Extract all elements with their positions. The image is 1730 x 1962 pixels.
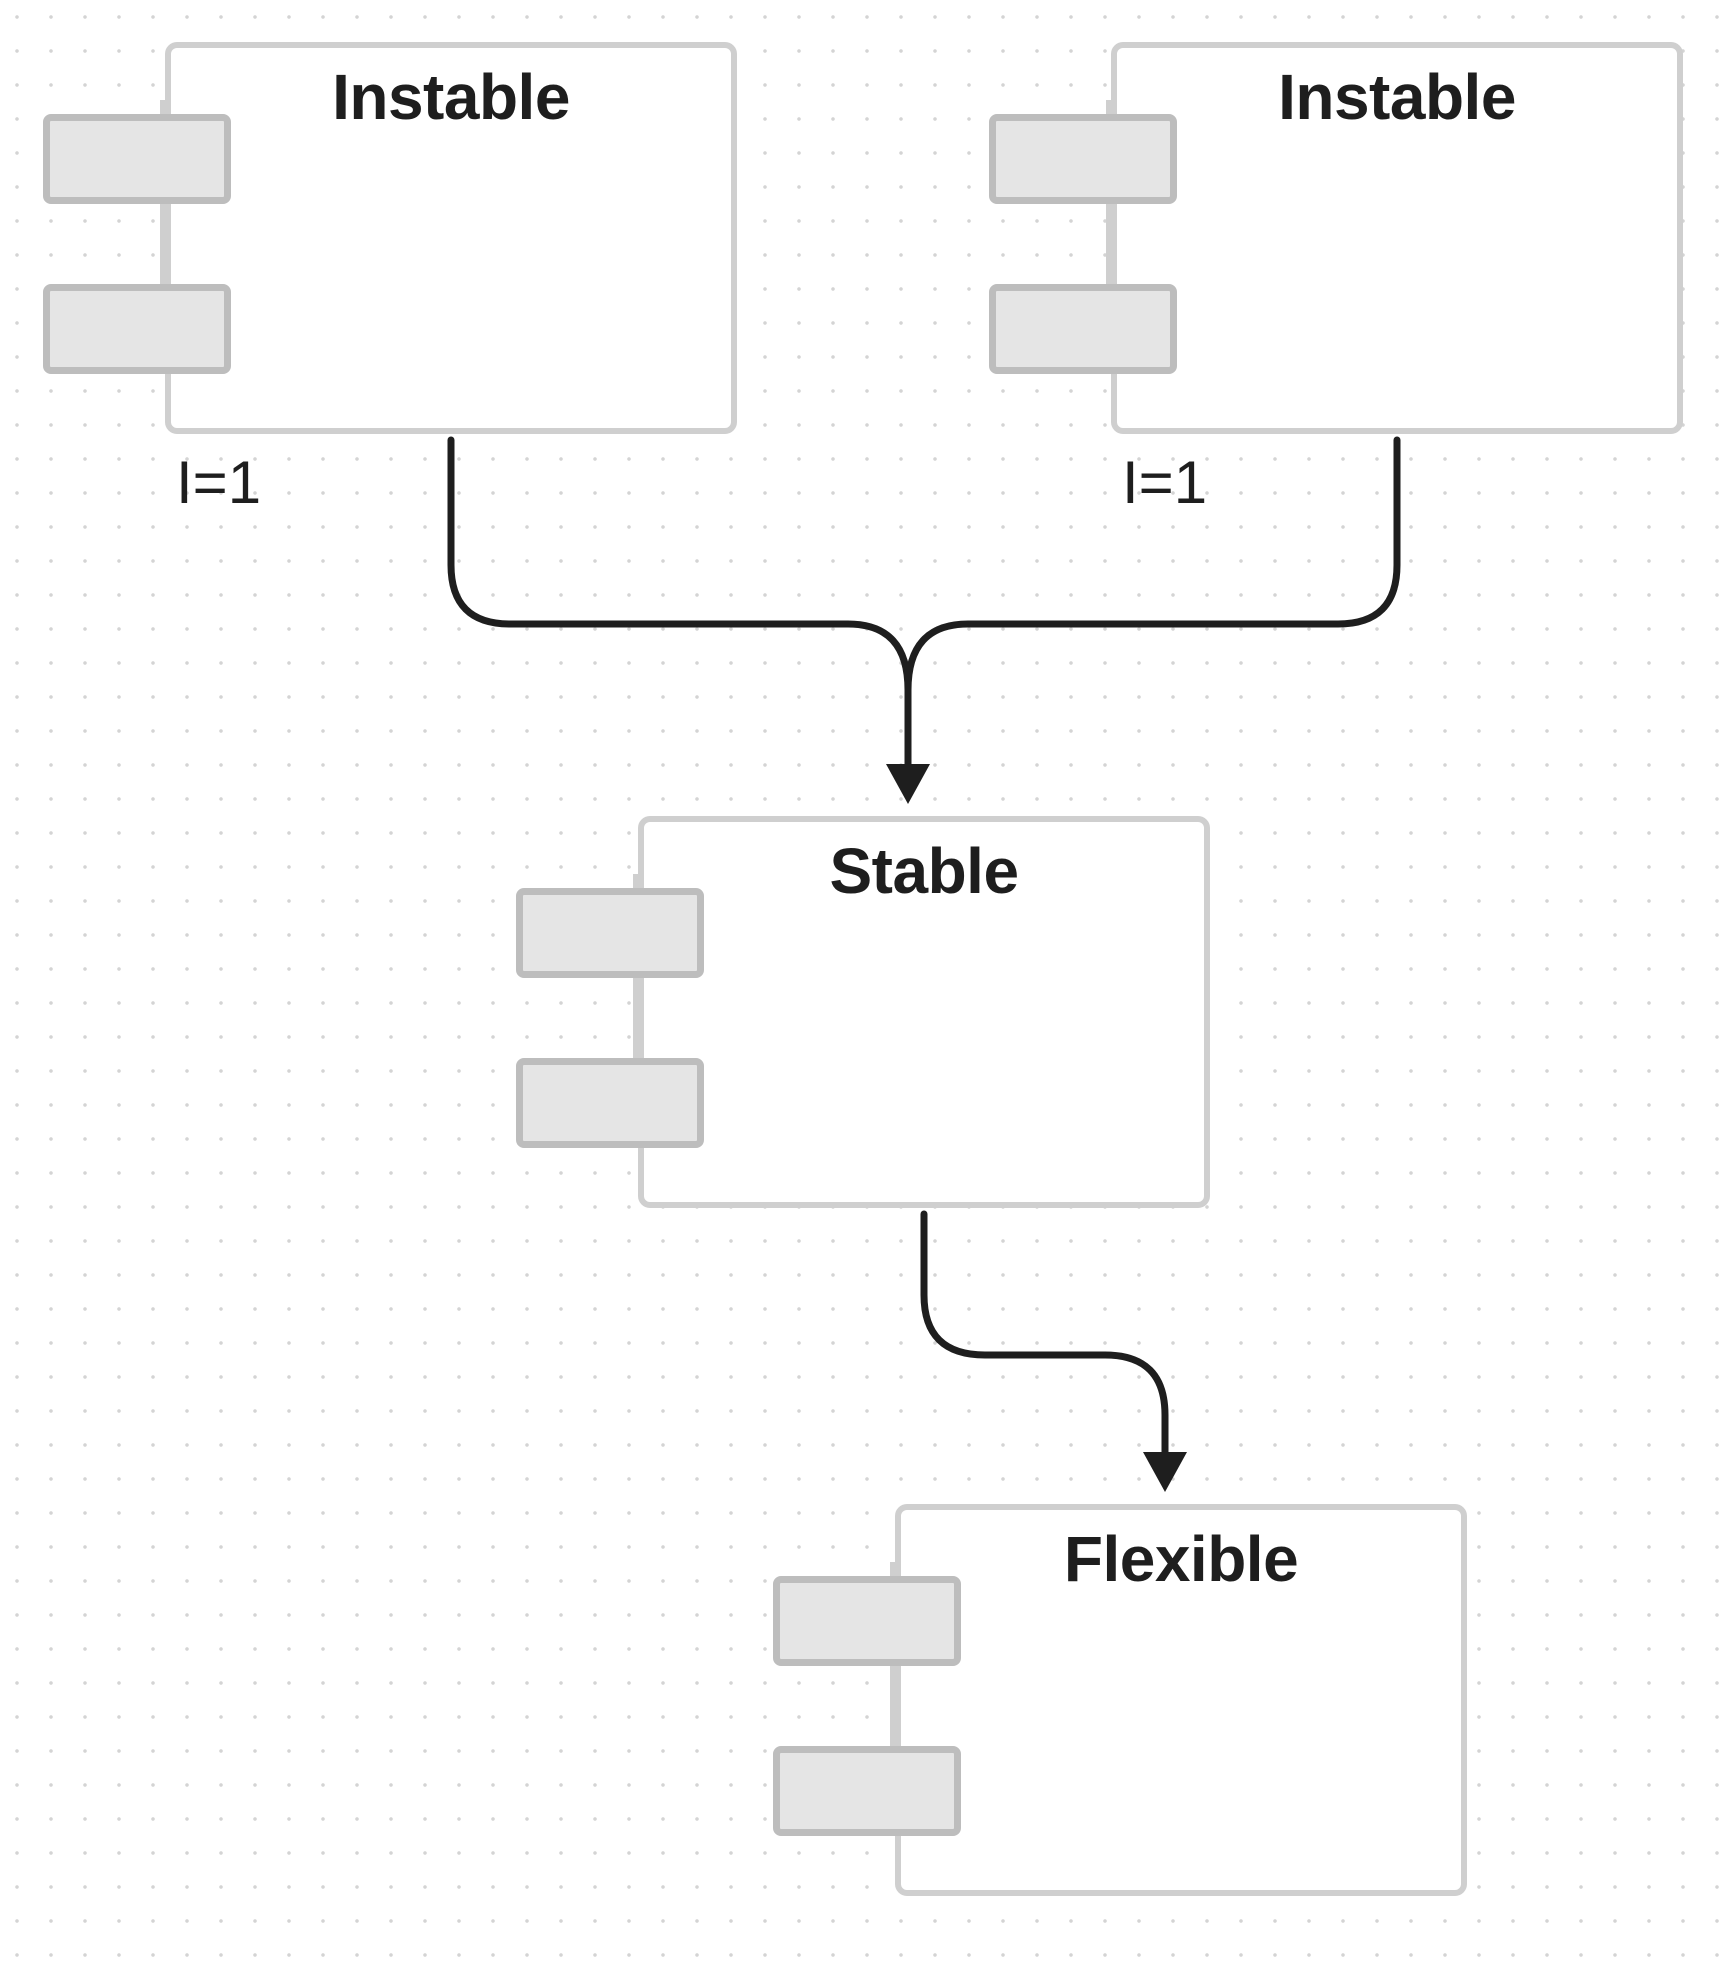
- arrowhead-to-stable: [886, 764, 930, 804]
- component-port-bottom: [516, 1058, 704, 1148]
- component-instable-right[interactable]: Instable: [1111, 42, 1683, 434]
- edge-instable-right-to-stable: [904, 436, 1401, 694]
- component-title: Instable: [332, 61, 570, 133]
- component-port-top: [43, 114, 231, 204]
- port-connector-line: [160, 100, 170, 370]
- component-title: Instable: [1278, 61, 1516, 133]
- component-port-top: [773, 1576, 961, 1666]
- component-port-bottom: [773, 1746, 961, 1836]
- instability-metric-label: I=1: [176, 449, 262, 516]
- port-connector-line: [1106, 100, 1116, 370]
- component-port-bottom: [989, 284, 1177, 374]
- port-connector-line: [890, 1562, 900, 1832]
- component-title: Flexible: [1063, 1523, 1299, 1595]
- component-flexible[interactable]: Flexible: [895, 1504, 1467, 1896]
- port-connector-line: [633, 874, 643, 1144]
- component-port-top: [516, 888, 704, 978]
- component-port-top: [989, 114, 1177, 204]
- arrowhead-to-flexible: [1143, 1452, 1187, 1492]
- edge-stable-to-flexible: [920, 1210, 1169, 1456]
- component-stable[interactable]: Stable: [638, 816, 1210, 1208]
- component-instable-left[interactable]: Instable: [165, 42, 737, 434]
- instability-metric-label: I=1: [1122, 449, 1208, 516]
- component-port-bottom: [43, 284, 231, 374]
- edge-instable-left-to-stable: [447, 436, 912, 774]
- component-title: Stable: [829, 835, 1019, 907]
